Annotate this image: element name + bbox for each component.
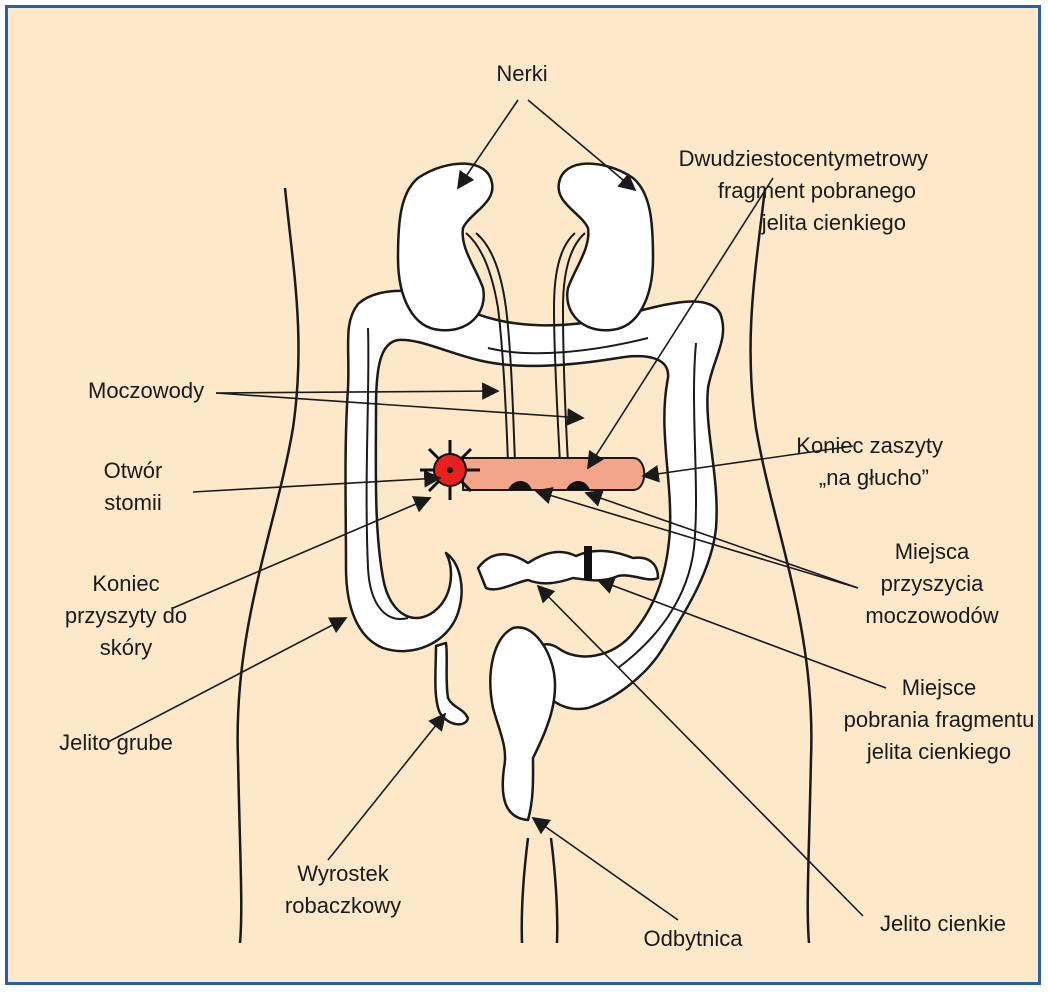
label-otwor-line1: Otwór <box>104 458 163 483</box>
kidneys <box>398 164 653 331</box>
label-nerki: Nerki <box>496 61 547 86</box>
rectum <box>490 627 555 820</box>
label-miejsce-pobrania-line1: Miejsce <box>902 675 977 700</box>
harvest-site-mark <box>584 546 592 580</box>
label-wyrostek-line2: robaczkowy <box>285 893 401 918</box>
label-odbytnica: Odbytnica <box>643 926 743 951</box>
labels: Nerki Dwudziestocentymetrowy fragment po… <box>59 61 1034 951</box>
label-miejsca-line2: przyszycia <box>881 571 984 596</box>
label-jelito-cienkie: Jelito cienkie <box>880 911 1006 936</box>
label-miejsca-line1: Miejsca <box>895 539 970 564</box>
label-fragment-line2: fragment pobranego <box>718 178 916 203</box>
label-koniec-zaszyty-line2: „na głucho” <box>819 465 929 490</box>
label-koniec-przyszyty-line3: skóry <box>100 635 153 660</box>
label-miejsca-line3: moczowodów <box>865 603 998 628</box>
label-moczowody: Moczowody <box>88 378 204 403</box>
label-jelito-grube: Jelito grube <box>59 730 173 755</box>
appendix <box>435 643 468 724</box>
small-intestine <box>478 551 658 589</box>
label-wyrostek-line1: Wyrostek <box>297 861 389 886</box>
label-koniec-przyszyty-line1: Koniec <box>92 571 159 596</box>
label-miejsce-pobrania-line2: pobrania fragmentu <box>844 707 1035 732</box>
urostomy-diagram: Nerki Dwudziestocentymetrowy fragment po… <box>8 8 1038 982</box>
diagram-frame: Nerki Dwudziestocentymetrowy fragment po… <box>5 5 1041 985</box>
label-miejsce-pobrania-line3: jelita cienkiego <box>866 739 1011 764</box>
label-fragment-line3: jelita cienkiego <box>761 210 906 235</box>
label-koniec-zaszyty-line1: Koniec zaszyty <box>796 433 943 458</box>
label-fragment-line1: Dwudziestocentymetrowy <box>679 146 928 171</box>
stoma <box>420 440 480 500</box>
label-otwor-line2: stomii <box>104 490 161 515</box>
label-koniec-przyszyty-line2: przyszyty do <box>65 603 187 628</box>
ileal-conduit <box>463 458 644 490</box>
